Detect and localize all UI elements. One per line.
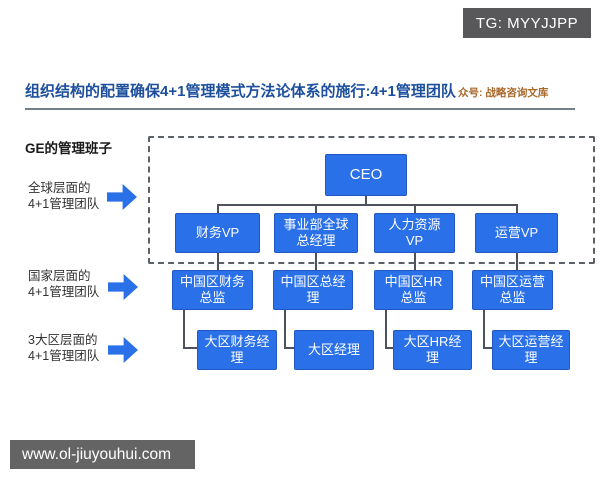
connector (365, 196, 367, 205)
org-node-region-finance-manager: 大区财务经 理 (197, 330, 277, 370)
connector (483, 310, 485, 349)
connector (284, 310, 286, 349)
connector (217, 204, 517, 206)
connector (217, 253, 219, 270)
right-arrow-icon (108, 337, 138, 363)
source-account-label: 众号: 战略咨询文库 (458, 87, 549, 99)
connector (183, 310, 185, 349)
org-node-region-hr-manager: 大区HR经 理 (393, 330, 472, 370)
org-node-region-ops-manager: 大区运营经 理 (492, 330, 570, 370)
connector (284, 347, 294, 349)
title-divider (25, 108, 575, 110)
org-node-ops-vp: 运营VP (475, 213, 558, 253)
page-title: 组织结构的配置确保4+1管理模式方法论体系的施行:4+1管理团队 (25, 83, 456, 100)
right-arrow-icon (107, 184, 137, 210)
org-node-china-hr-director: 中国区HR 总监 (374, 270, 453, 310)
level-label-region: 3大区层面的 4+1管理团队 (28, 333, 100, 364)
ge-team-heading: GE的管理班子 (25, 141, 113, 156)
level-label-global: 全球层面的 4+1管理团队 (28, 181, 100, 212)
tg-badge: TG: MYYJJPP (463, 8, 591, 38)
org-node-finance-vp: 财务VP (175, 213, 260, 253)
org-node-china-gm: 中国区总经 理 (273, 270, 353, 310)
connector (483, 347, 492, 349)
connector (385, 347, 393, 349)
org-node-ceo: CEO (325, 154, 407, 196)
connector (315, 204, 317, 213)
connector (516, 253, 518, 270)
connector (217, 204, 219, 213)
connector (183, 347, 197, 349)
org-node-china-finance-director: 中国区财务 总监 (172, 270, 253, 310)
dashed-frame (148, 136, 595, 264)
org-node-china-ops-director: 中国区运营 总监 (472, 270, 553, 310)
level-label-country: 国家层面的 4+1管理团队 (28, 269, 100, 300)
org-node-hr-vp: 人力资源 VP (374, 213, 455, 253)
right-arrow-icon (108, 274, 138, 300)
connector (414, 253, 416, 270)
org-node-region-manager: 大区经理 (294, 330, 374, 370)
connector (315, 253, 317, 270)
connector (385, 310, 387, 349)
connector (414, 204, 416, 213)
watermark-url: www.ol-jiuyouhui.com (10, 440, 195, 469)
connector (516, 204, 518, 213)
org-node-bu-global-gm: 事业部全球 总经理 (274, 213, 358, 253)
